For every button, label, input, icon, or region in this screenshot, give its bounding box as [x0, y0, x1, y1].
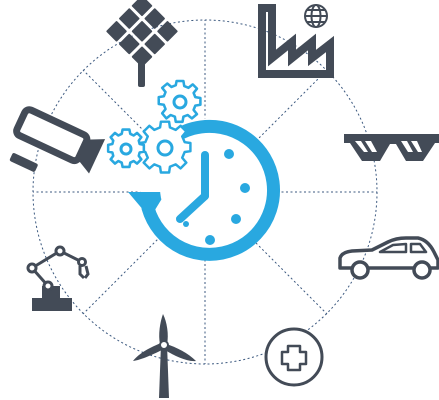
car-icon	[338, 236, 439, 280]
gears-icon	[106, 79, 202, 174]
security-camera-icon	[9, 106, 106, 174]
factory-globe-icon	[258, 4, 334, 78]
gear-top	[157, 79, 202, 124]
smart-glasses-icon	[344, 134, 439, 161]
gear-small	[106, 128, 146, 169]
clock-hour-dots	[183, 149, 250, 245]
refresh-arc	[141, 119, 280, 261]
clock-refresh-with-gears-icon	[128, 118, 280, 261]
robotic-arm-icon	[26, 245, 90, 311]
refresh-arrowhead	[128, 192, 166, 218]
wind-turbine-icon	[133, 314, 196, 398]
medical-cross-icon	[264, 327, 324, 387]
clock-hands	[176, 151, 209, 223]
globe-icon	[304, 4, 328, 28]
gear-large	[138, 120, 192, 174]
solar-panel-icon	[106, 0, 178, 87]
